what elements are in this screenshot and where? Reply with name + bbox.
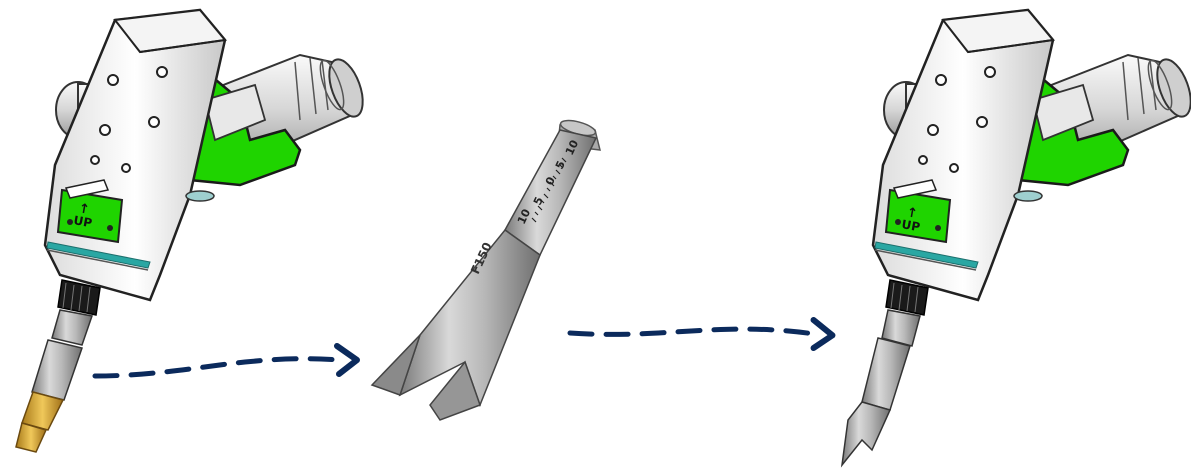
torch-right: ↑ UP [842, 10, 1191, 465]
torch-left: ↑ UP [16, 10, 369, 452]
dashed-arrow-icon [95, 346, 357, 376]
nozzle-center: 10 5 0 5 10 F150 [372, 118, 600, 420]
nozzle-left [16, 310, 92, 452]
nozzle-right [842, 310, 920, 465]
dashed-arrow-icon [570, 303, 833, 351]
